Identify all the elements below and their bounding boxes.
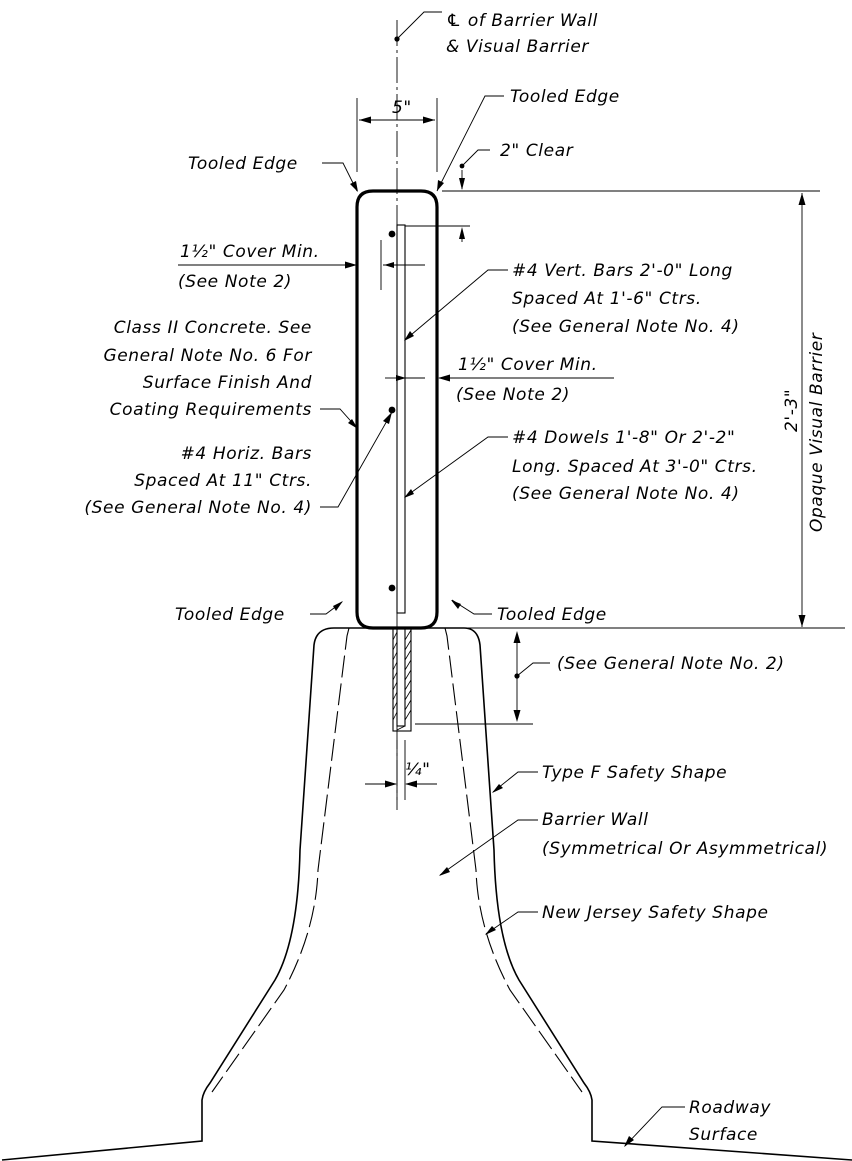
concrete-label-line2: General Note No. 6 For [103,346,312,366]
quarter-inch-label: ¼" [405,760,431,780]
opaque-visual-barrier-label: Opaque Visual Barrier [807,332,827,532]
tooled-edge-top-left-label: Tooled Edge [188,154,298,174]
new-jersey-arrow [485,926,496,935]
centerline-label-line1: ℄ of Barrier Wall [446,11,598,31]
cover-right-inner-arrow [396,375,406,381]
height-arrow-bottom [798,615,806,627]
concrete-label-line4: Coating Requirements [110,400,312,420]
clear-arrow-upper [459,178,465,190]
new-jersey-safety-shape-outline [211,627,350,1093]
dowels-arrow [404,489,414,498]
type-f-safety-shape-outline [1,627,852,1161]
quarter-arrow-right [405,780,417,788]
cover-right-arrow [438,374,450,382]
dowels-leader [404,436,508,498]
width-arrow-left [359,116,371,124]
quarter-arrow-left [385,780,397,788]
clear-arrow-lower [459,227,465,239]
tooled-edge-top-left-leader [322,162,358,192]
new-jersey-label: New Jersey Safety Shape [542,903,769,923]
type-f-arrow [492,784,503,793]
horiz-bars-arrow [383,412,392,424]
see-general-note-2-label: (See General Note No. 2) [557,654,785,674]
barrier-wall-label-line2: (Symmetrical Or Asymmetrical) [542,839,828,859]
concrete-label-line1: Class II Concrete. See [114,318,312,338]
clear-label: 2" Clear [500,141,574,161]
height-dim-label: 2'-3" [782,389,802,432]
roadway-leader [624,1106,685,1147]
cover-left-label-line1: 1½" Cover Min. [180,242,320,262]
horiz-bar-top [388,230,396,238]
cover-right-label-line2: (See Note 2) [456,385,570,405]
barrier-wall-leader [439,819,538,876]
vert-bars-label-line3: (See General Note No. 4) [512,317,740,337]
width-dim-label: 5" [392,98,412,118]
barrier-wall-label-line1: Barrier Wall [542,810,649,830]
horiz-bar-mid [388,406,396,414]
concrete-arrow [348,419,358,429]
cover-right-label-line1: 1½" Cover Min. [458,355,598,375]
clear-leader-dot [459,163,465,169]
dowels-label-line3: (See General Note No. 4) [512,484,740,504]
height-arrow-top [798,193,806,205]
tooled-edge-top-right-label: Tooled Edge [510,87,620,107]
dowels-label-line1: #4 Dowels 1'-8" Or 2'-2" [512,428,735,448]
dowels-label-line2: Long. Spaced At 3'-0" Ctrs. [512,457,758,477]
vert-bars-label-line2: Spaced At 1'-6" Ctrs. [512,289,702,309]
tooled-edge-bottom-left-arrow [333,601,343,611]
concrete-leader [320,408,358,429]
clear-leader [461,149,490,167]
vert-bars-arrow [404,331,414,341]
horiz-bars-leader [320,411,393,508]
horiz-bars-label-line2: Spaced At 11" Ctrs. [134,471,312,491]
barrier-wall-arrow [439,867,450,876]
roadway-label-line1: Roadway [689,1098,771,1118]
width-arrow-right [423,116,435,124]
vert-bars-leader [404,269,508,341]
tooled-edge-top-right-leader [436,95,504,192]
new-jersey-leader [485,911,538,935]
roadway-label-line2: Surface [689,1125,758,1145]
type-f-leader [492,771,538,793]
cover-left-arrow [345,261,357,269]
tooled-edge-top-left-arrow [350,181,358,192]
roadway-arrow [624,1136,634,1147]
tooled-edge-bottom-left-label: Tooled Edge [175,605,285,625]
new-jersey-safety-shape-outline-right [444,627,583,1093]
horiz-bars-label-line1: #4 Horiz. Bars [181,444,312,464]
dowel-section [392,627,412,732]
type-f-label: Type F Safety Shape [542,763,727,783]
embed-leader [516,662,550,677]
vert-bars-label-line1: #4 Vert. Bars 2'-0" Long [512,261,733,281]
tooled-edge-bottom-right-label: Tooled Edge [497,605,607,625]
tooled-edge-bottom-right-arrow [451,600,461,609]
tooled-edge-top-right-arrow [437,180,444,191]
vertical-bar [396,224,406,614]
horiz-bars-label-line3: (See General Note No. 4) [84,498,312,518]
cover-left-inner-arrow [384,262,394,268]
cover-left-label-line2: (See Note 2) [178,272,292,292]
concrete-label-line3: Surface Finish And [143,373,312,393]
embed-arrow-top [513,631,521,643]
embed-arrow-bottom [513,710,521,722]
centerline-leader [396,11,442,40]
centerline-label-line2: & Visual Barrier [446,37,589,57]
horiz-bar-bottom [388,584,396,592]
